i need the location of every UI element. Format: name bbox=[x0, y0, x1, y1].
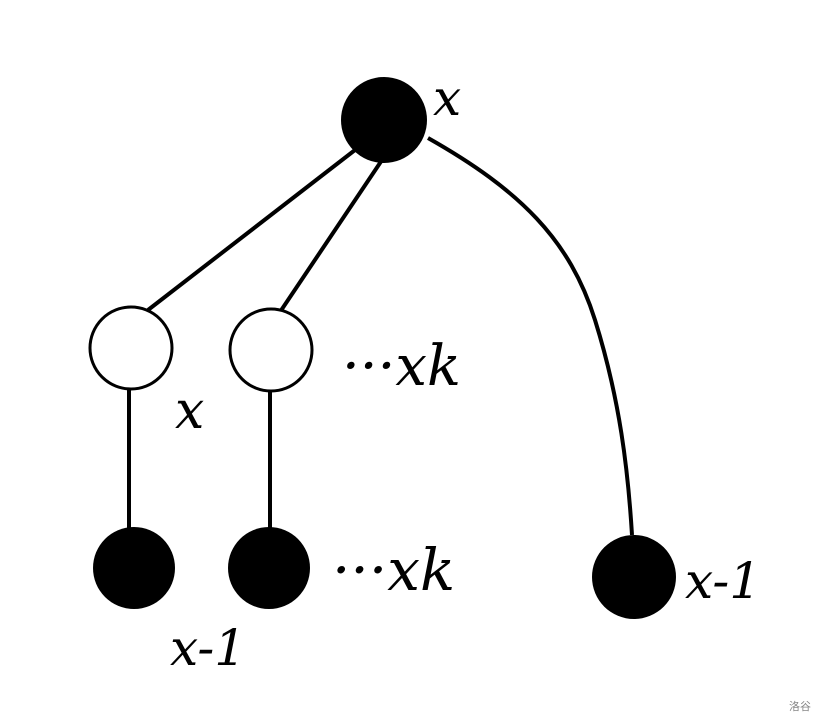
black-node-right bbox=[592, 535, 676, 619]
edge-root-white2 bbox=[278, 158, 384, 314]
label-white-row-count: ···xk bbox=[342, 334, 461, 399]
edge-root-black-right bbox=[427, 136, 634, 536]
label-black-row-count: ···xk bbox=[332, 536, 455, 604]
root-node bbox=[341, 77, 427, 163]
white-node-2 bbox=[228, 307, 314, 393]
black-node-2 bbox=[228, 527, 310, 609]
label-white-left: x bbox=[175, 381, 204, 441]
white-node-1 bbox=[88, 305, 174, 391]
edge-root-white1 bbox=[146, 148, 357, 312]
label-root: x bbox=[433, 69, 461, 127]
label-black-left: x-1 bbox=[170, 619, 246, 677]
label-black-right: x-1 bbox=[685, 552, 761, 610]
watermark: 洛谷 bbox=[789, 700, 811, 713]
black-node-1 bbox=[93, 527, 175, 609]
